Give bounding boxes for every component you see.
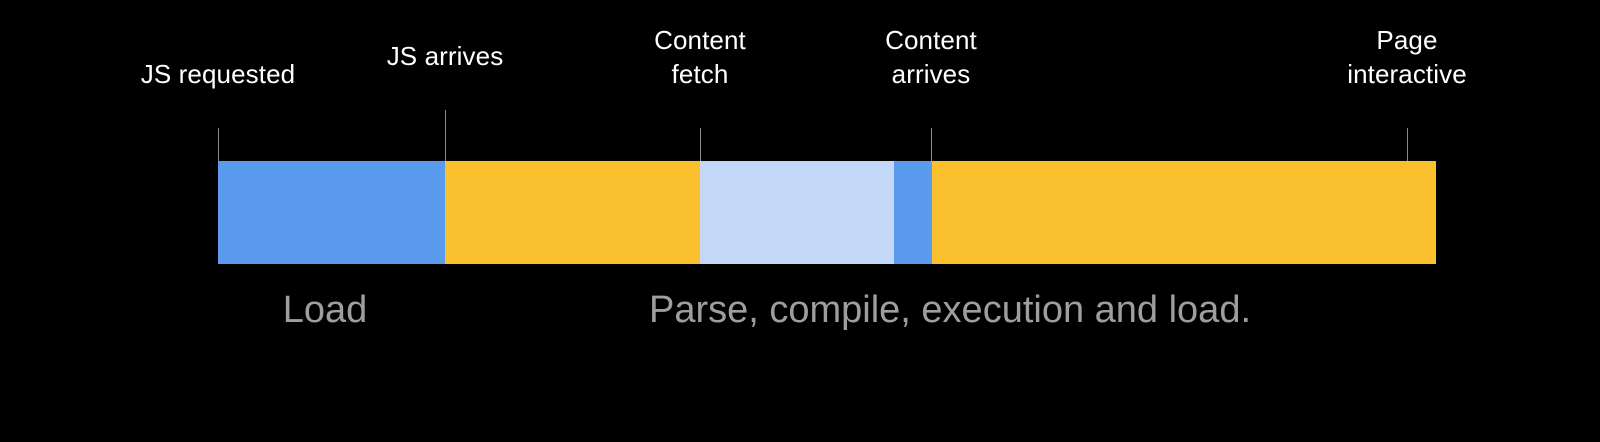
tick-line-page-interactive — [1407, 128, 1408, 161]
marker-text: JS arrives — [386, 41, 504, 71]
marker-label-js-requested: JS requested — [141, 23, 295, 125]
marker-label-content-arrives: Content arrives — [885, 0, 977, 125]
tick-line-js-requested — [218, 128, 219, 161]
caption-execute-phase: Parse, compile, execution and load. — [648, 289, 1252, 331]
tick-line-content-fetch — [700, 128, 701, 161]
segment-content-load — [894, 161, 932, 264]
segment-execute-render — [932, 161, 1436, 264]
marker-text: Page interactive — [1347, 25, 1467, 89]
marker-label-content-fetch: Content fetch — [654, 0, 746, 125]
caption-load-phase: Load — [282, 289, 368, 331]
segment-load-request — [218, 161, 445, 264]
tick-line-content-arrives — [931, 128, 932, 161]
marker-text: JS requested — [140, 59, 296, 89]
marker-text: Content arrives — [885, 25, 977, 89]
segment-parse-compile — [445, 161, 700, 264]
tick-line-js-arrives — [445, 110, 446, 161]
marker-text: Content fetch — [654, 25, 746, 89]
timeline-bar — [218, 161, 1436, 264]
marker-label-js-arrives: JS arrives — [387, 5, 504, 107]
marker-label-page-interactive: Page interactive — [1347, 0, 1467, 125]
segment-content-fetch — [700, 161, 894, 264]
